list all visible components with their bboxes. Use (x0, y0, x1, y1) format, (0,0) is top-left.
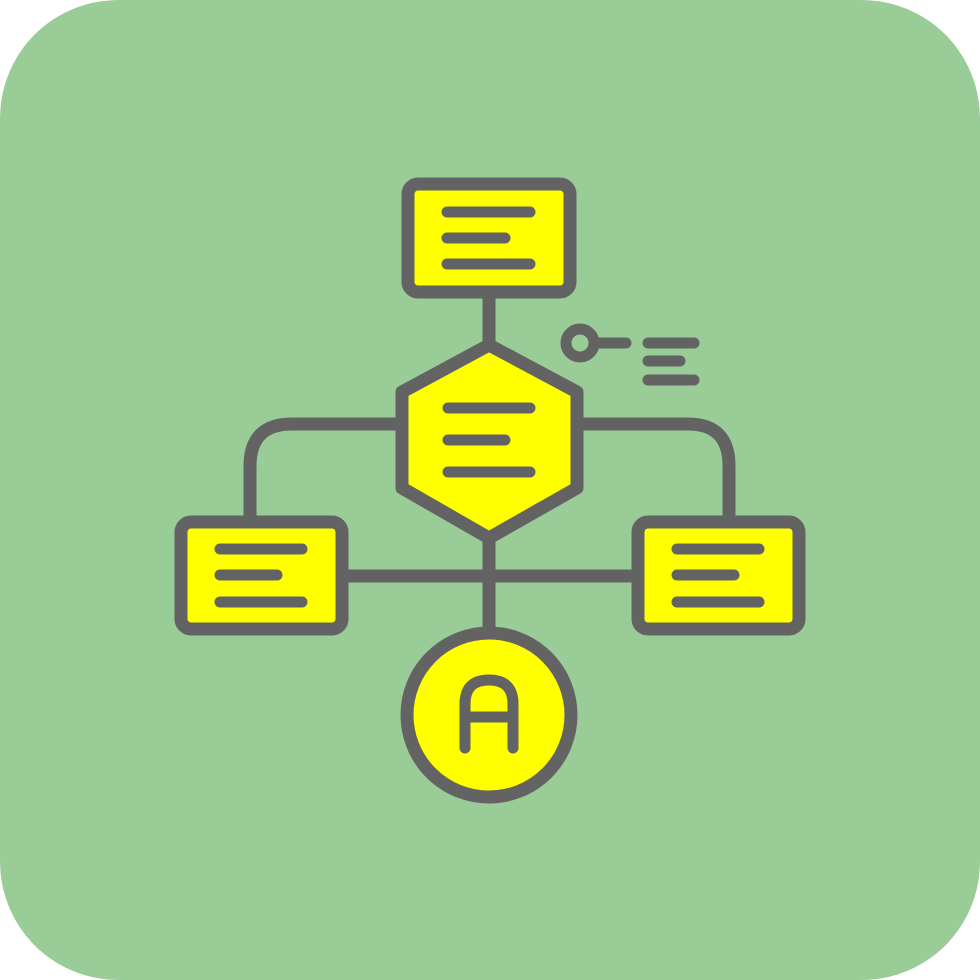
connector-hexagon-to-right-box (570, 417, 736, 529)
flowchart-circle-node: A (400, 626, 578, 804)
flowchart-box-right (631, 515, 806, 636)
flowchart-hexagon-process (395, 338, 584, 545)
annotation-pin-icon (560, 323, 700, 386)
letter-a-glyph (459, 674, 519, 754)
connector-hexagon-to-left-box (243, 417, 409, 529)
flowchart-box-top (401, 177, 577, 299)
flowchart-box-left (174, 515, 349, 636)
